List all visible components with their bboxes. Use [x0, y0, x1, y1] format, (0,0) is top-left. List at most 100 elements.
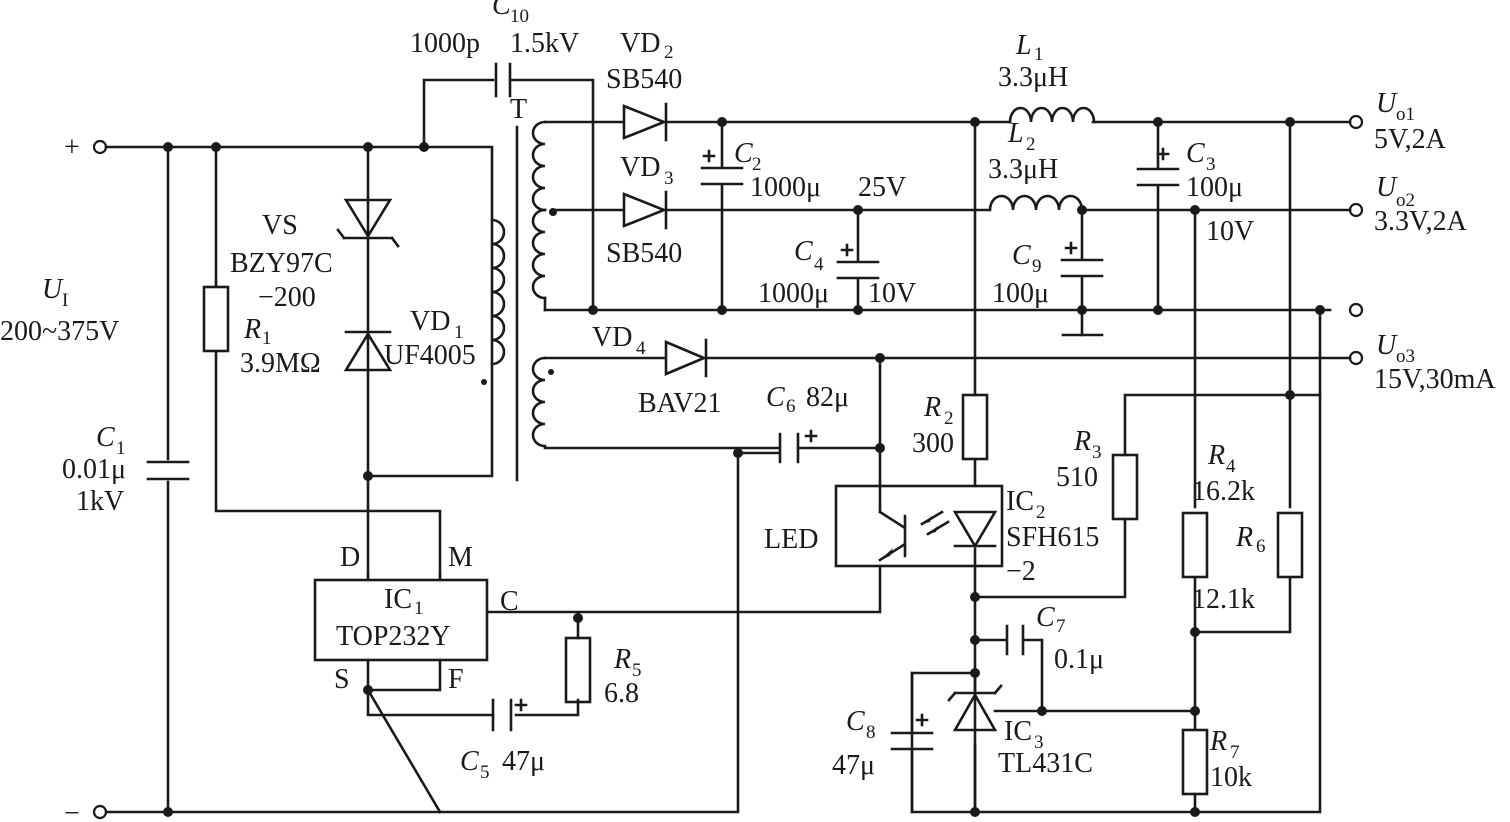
c4-name: C: [794, 236, 813, 267]
r7-name: R: [1209, 726, 1227, 757]
ic1-pin-c: C: [500, 586, 519, 617]
ic2-name: IC: [1006, 486, 1034, 517]
capacitor-c7: [1005, 624, 1025, 656]
ui-name: U: [42, 274, 64, 305]
capacitor-c9: [1060, 241, 1104, 278]
uo3-spec: 15V,30mA: [1374, 364, 1496, 395]
r4-sub: 4: [1226, 456, 1236, 477]
uo2-spec: 3.3V,2A: [1374, 206, 1468, 237]
resistor-r7: [1181, 728, 1209, 796]
c5-name: C: [460, 746, 479, 777]
resistor-r5: [564, 636, 592, 704]
r5-sub: 5: [632, 660, 642, 681]
uo2-sub: o2: [1396, 190, 1415, 211]
c10-sub: 10: [510, 6, 529, 27]
l2-value: 3.3μH: [988, 154, 1058, 185]
r1-value: 3.9MΩ: [240, 348, 321, 379]
vd3-sub: 3: [664, 168, 674, 189]
diode-vd3: [622, 190, 668, 230]
ic1-pin-d: D: [340, 542, 360, 573]
c9-value: 100μ: [992, 278, 1049, 309]
uo1-sub: o1: [1396, 104, 1415, 125]
ic1-top232y: [313, 578, 489, 662]
r5-name: R: [613, 644, 631, 675]
capacitor-c5: [491, 698, 528, 732]
capacitor-c1: [146, 460, 190, 481]
vd1-name: VD: [410, 306, 450, 337]
led-label: LED: [764, 524, 818, 555]
ui-range: 200~375V: [0, 316, 119, 347]
c4-rating: 10V: [868, 278, 916, 309]
c9-name: C: [1012, 240, 1031, 271]
r2-sub: 2: [944, 408, 954, 429]
r2-name: R: [923, 392, 941, 423]
zener-vs: [336, 198, 400, 248]
uo1-spec: 5V,2A: [1374, 124, 1447, 155]
c5-sub: 5: [480, 762, 490, 783]
c1-rating: 1kV: [76, 486, 124, 517]
primary-dot: [481, 379, 487, 385]
c8-name: C: [846, 706, 865, 737]
diode-vd1: [343, 330, 393, 372]
vd1-sub: 1: [454, 322, 464, 343]
transformer-label: T: [510, 94, 527, 125]
wiring: [104, 78, 1352, 814]
ic1-pin-f: F: [448, 664, 464, 695]
vs-name: VS: [262, 210, 298, 241]
vd2-part: SB540: [606, 64, 682, 95]
r6-name: R: [1235, 522, 1253, 553]
plus-sign: +: [64, 132, 80, 163]
uo1-name: U: [1376, 88, 1398, 119]
vd1-part: UF4005: [384, 340, 476, 371]
c6-sub: 6: [786, 396, 796, 417]
r3-sub: 3: [1092, 442, 1102, 463]
capacitor-c8: [890, 713, 934, 751]
ic2-sub: 2: [1036, 502, 1046, 523]
r7-sub: 7: [1230, 742, 1240, 763]
resistor-r3: [1111, 453, 1139, 521]
capacitor-c4: [836, 243, 880, 280]
r7-value: 10k: [1210, 762, 1252, 793]
c3-name: C: [1186, 138, 1205, 169]
shunt-regulator-ic3: [947, 684, 1044, 732]
vd2-sub: 2: [664, 42, 674, 63]
c3-sub: 3: [1206, 154, 1216, 175]
c1-name: C: [96, 422, 115, 453]
ic3-name: IC: [1004, 716, 1032, 747]
ic1-pin-s: S: [334, 664, 350, 695]
resistor-r4: [1181, 511, 1209, 579]
vs-part1: BZY97C: [230, 248, 333, 279]
r4-name: R: [1207, 440, 1225, 471]
c9-sub: 9: [1032, 256, 1042, 277]
inductor-l2: [988, 194, 1084, 212]
c7-sub: 7: [1056, 616, 1066, 637]
l2-name: L: [1007, 118, 1024, 149]
ic2-part2: −2: [1006, 556, 1036, 587]
l1-name: L: [1015, 30, 1032, 61]
vd3-name: VD: [620, 152, 660, 183]
diode-vd4: [664, 338, 708, 378]
uo3-sub: o3: [1396, 346, 1415, 367]
ic1-pin-m: M: [448, 542, 473, 573]
vs-part2: −200: [258, 282, 316, 313]
vd2-name: VD: [620, 28, 660, 59]
ic3-part: TL431C: [998, 748, 1093, 779]
vd4-part: BAV21: [638, 388, 722, 419]
c8-value: 47μ: [832, 750, 875, 781]
ic1-sub: 1: [414, 598, 424, 619]
diode-vd2: [622, 102, 668, 142]
capacitor-c6: [778, 429, 818, 464]
r4-value: 16.2k: [1192, 476, 1255, 507]
capacitor-c3: [1136, 147, 1180, 187]
r6-sub: 6: [1256, 536, 1266, 557]
junctions: [163, 117, 1325, 817]
c1-value: 0.01μ: [62, 454, 126, 485]
l1-sub: 1: [1034, 44, 1044, 65]
vd3-part: SB540: [606, 238, 682, 269]
c6-value: 82μ: [806, 382, 849, 413]
c7-name: C: [1036, 602, 1055, 633]
minus-sign: −: [64, 798, 80, 822]
r3-name: R: [1073, 426, 1091, 457]
